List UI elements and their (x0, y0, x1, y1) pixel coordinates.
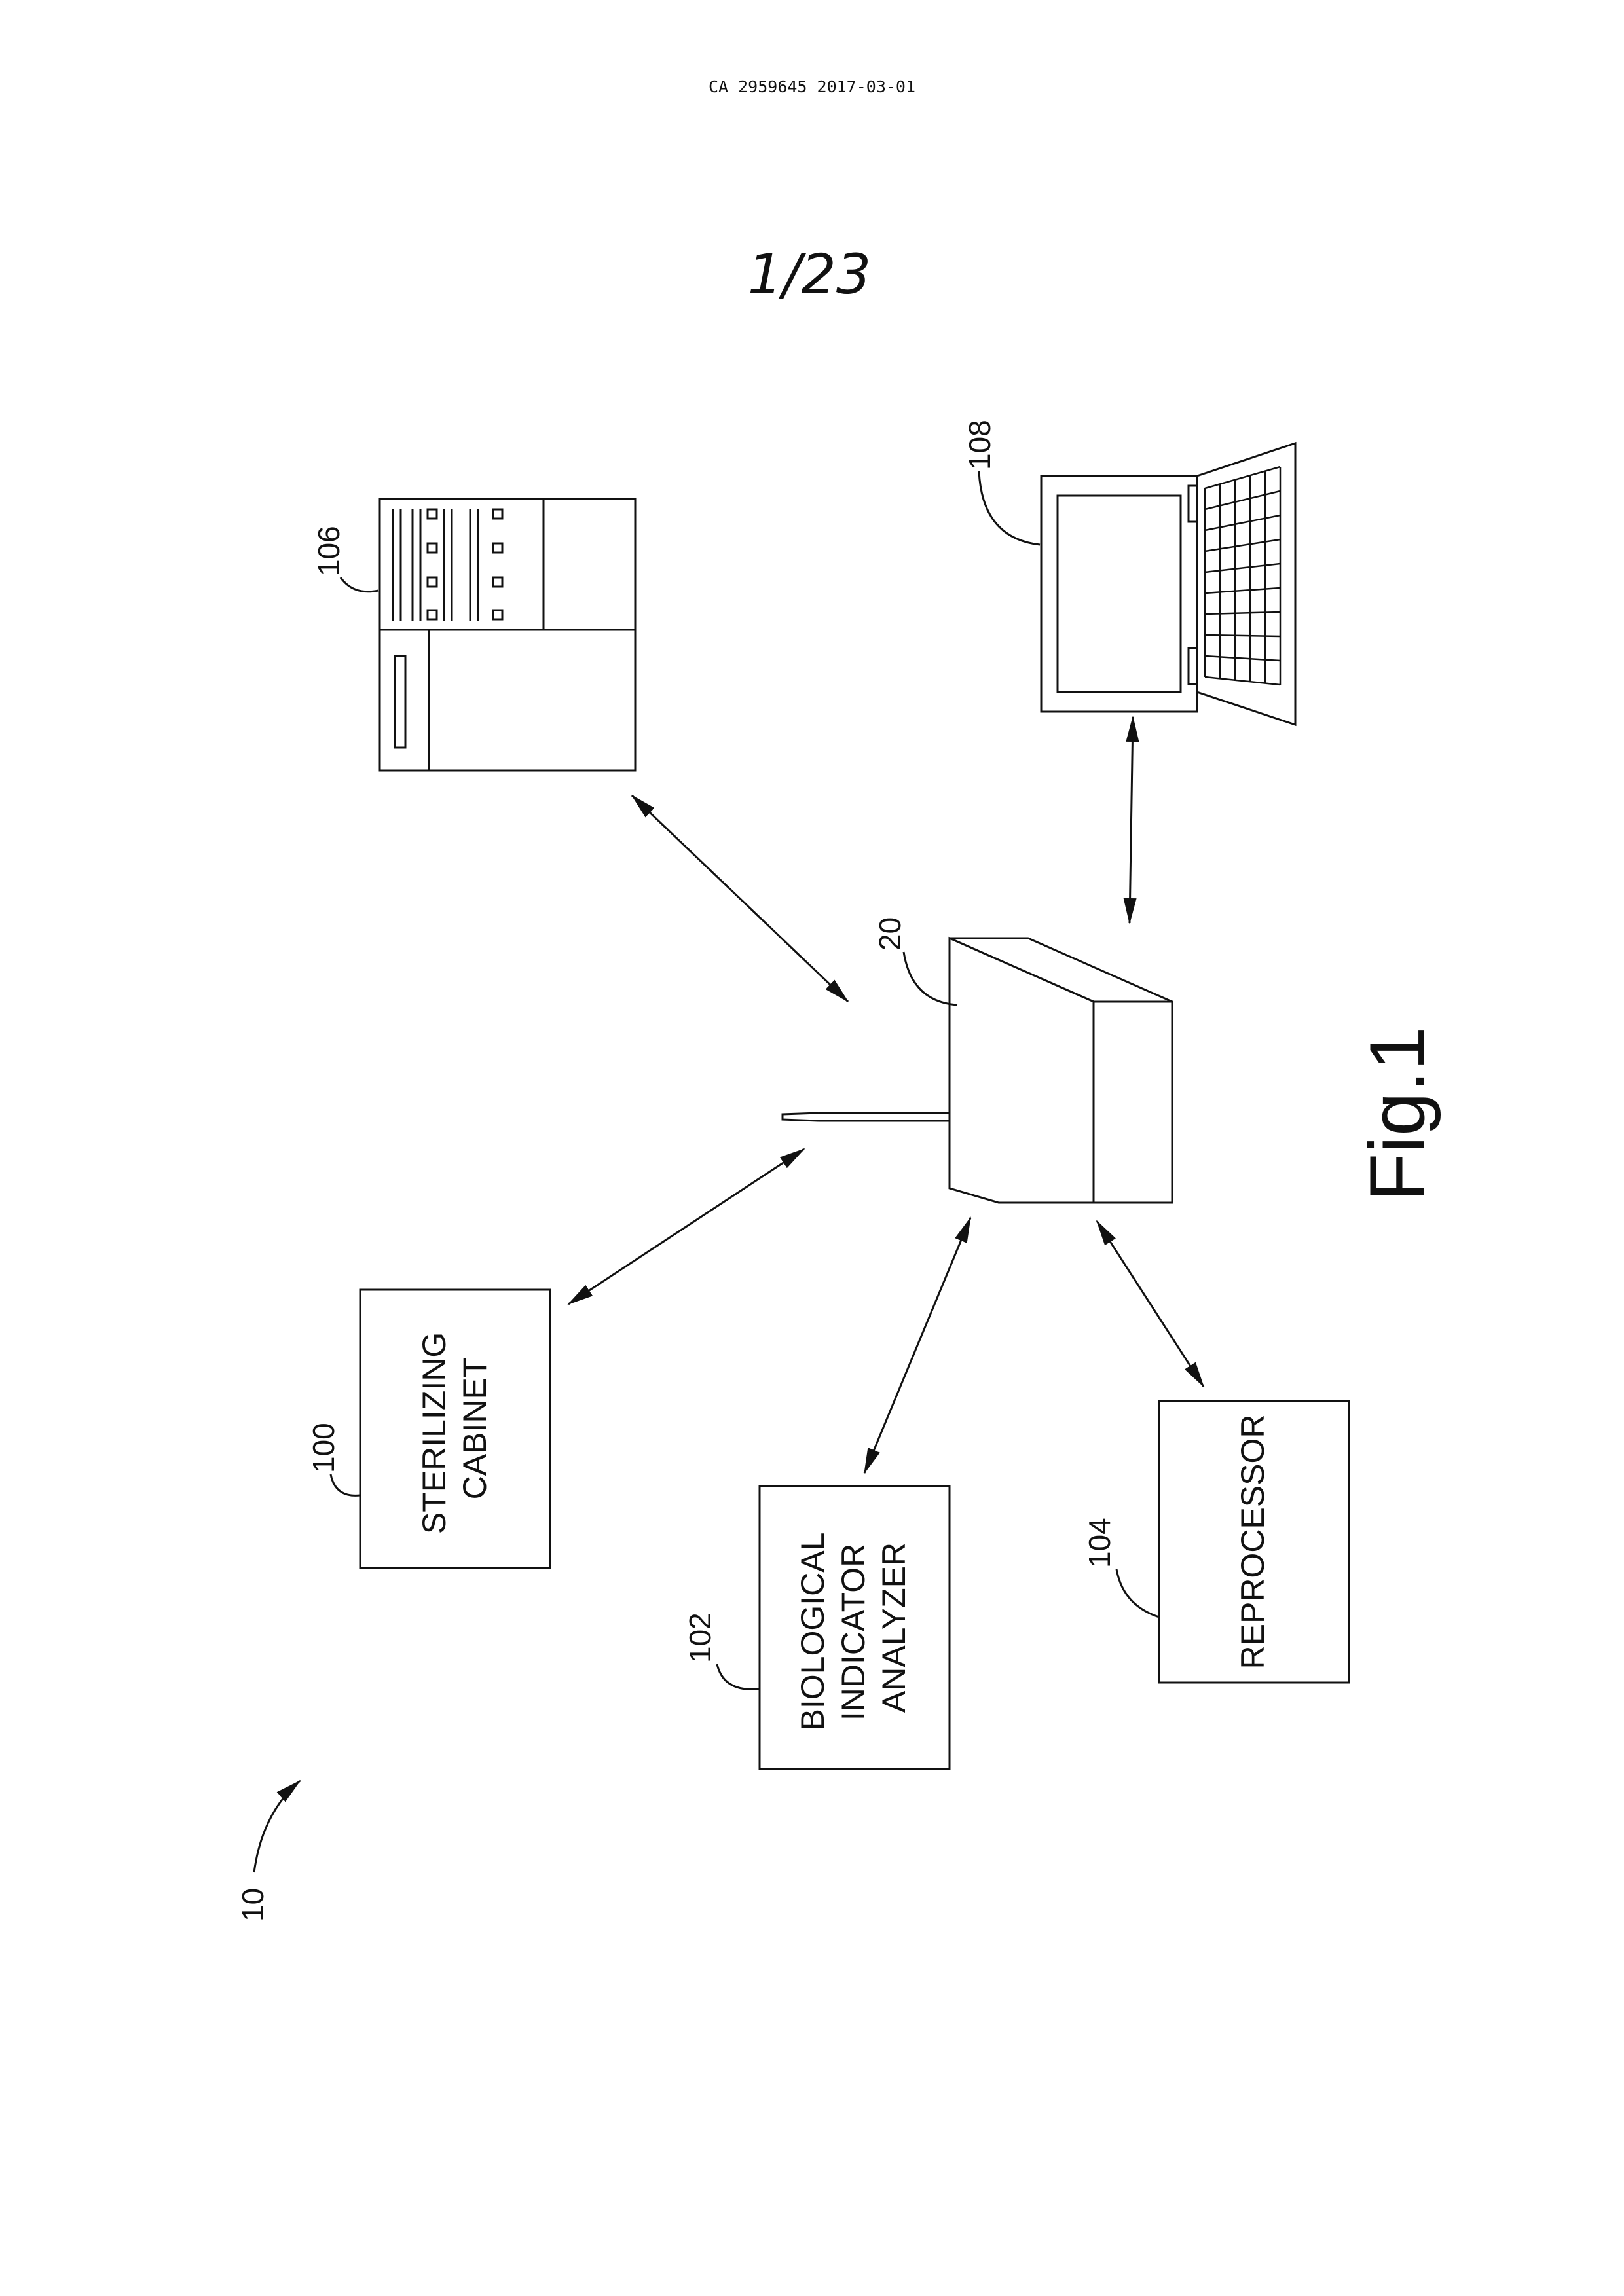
ref-104: 104 (1082, 1518, 1116, 1568)
link-sterilizing-cabinet-hub (568, 1149, 804, 1304)
ref-10: 10 (236, 1888, 270, 1922)
ref-100: 100 (306, 1423, 341, 1473)
leader-104 (1116, 1569, 1159, 1617)
ref-108: 108 (963, 420, 997, 470)
biological-indicator-analyzer-label: BIOLOGICAL INDICATOR ANALYZER (794, 1525, 912, 1731)
storage-cabinet-icon (380, 499, 635, 771)
reprocessor-label: REPROCESSOR (1234, 1415, 1271, 1669)
leader-102 (717, 1664, 760, 1690)
ref-102: 102 (683, 1613, 717, 1663)
link-analyzer-hub (864, 1218, 970, 1473)
link-storage-cabinet-hub (632, 795, 848, 1002)
laptop-icon (1041, 443, 1295, 725)
sterilizing-cabinet-label: STERILIZING CABINET (416, 1323, 493, 1534)
hub-box-with-antenna-icon (783, 938, 1172, 1203)
leader-106 (341, 577, 378, 592)
link-hub-laptop (1130, 717, 1133, 923)
system-pointer-arrow (254, 1781, 300, 1872)
link-hub-reprocessor (1097, 1221, 1204, 1387)
sterilizing-cabinet-box (360, 1290, 550, 1568)
leader-108 (979, 471, 1040, 545)
figure-caption: Fig.1 (1354, 1027, 1441, 1201)
ref-20: 20 (873, 917, 907, 951)
leader-100 (331, 1474, 360, 1495)
ref-106: 106 (312, 526, 346, 576)
